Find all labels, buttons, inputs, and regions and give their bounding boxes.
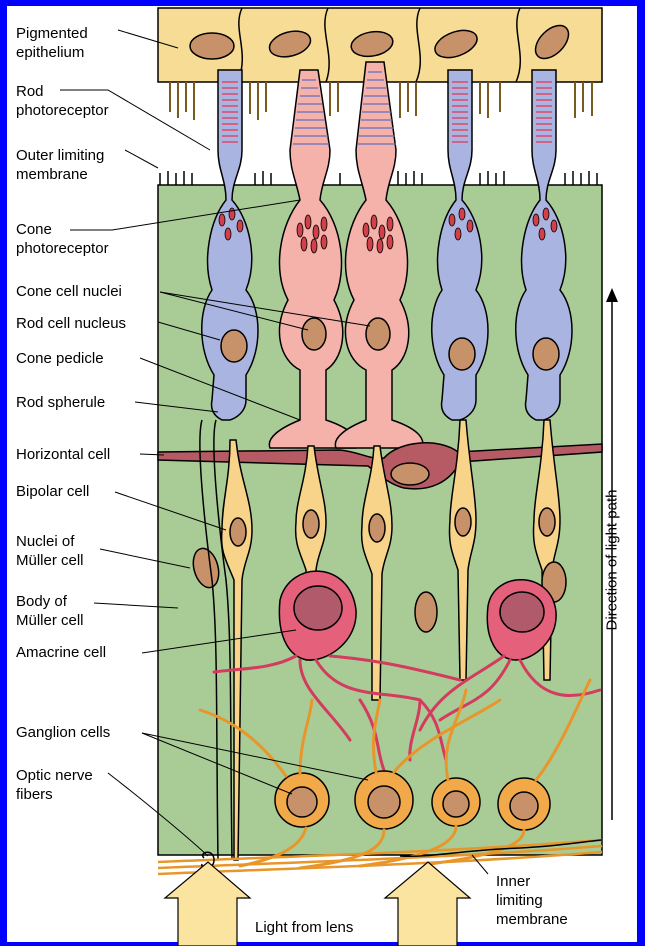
label-bipolar-cell: Bipolar cell — [16, 482, 89, 501]
label-rod-cell-nucleus: Rod cell nucleus — [16, 314, 126, 333]
label-pigmented-epithelium: Pigmented epithelium — [16, 24, 88, 62]
label-outer-limiting-membrane: Outer limiting membrane — [16, 146, 104, 184]
horizontal-cell-nucleus — [391, 463, 429, 485]
label-inner-limiting-membrane: Inner limiting membrane — [496, 872, 568, 929]
label-rod-photoreceptor: Rod photoreceptor — [16, 82, 109, 120]
label-amacrine-cell: Amacrine cell — [16, 643, 106, 662]
label-cone-photoreceptor: Cone photoreceptor — [16, 220, 109, 258]
label-ganglion-cells: Ganglion cells — [16, 723, 110, 742]
label-nuclei-of-muller-cell: Nuclei of Müller cell — [16, 532, 84, 570]
label-rod-spherule: Rod spherule — [16, 393, 105, 412]
label-direction-of-light-path: Direction of light path — [604, 490, 621, 631]
label-cone-cell-nuclei: Cone cell nuclei — [16, 282, 122, 301]
rod-1 — [202, 70, 258, 420]
label-horizontal-cell: Horizontal cell — [16, 445, 110, 464]
label-cone-pedicle: Cone pedicle — [16, 349, 104, 368]
label-body-of-muller-cell: Body of Müller cell — [16, 592, 84, 630]
label-light-from-lens: Light from lens — [255, 918, 353, 937]
label-optic-nerve-fibers: Optic nerve fibers — [16, 766, 93, 804]
